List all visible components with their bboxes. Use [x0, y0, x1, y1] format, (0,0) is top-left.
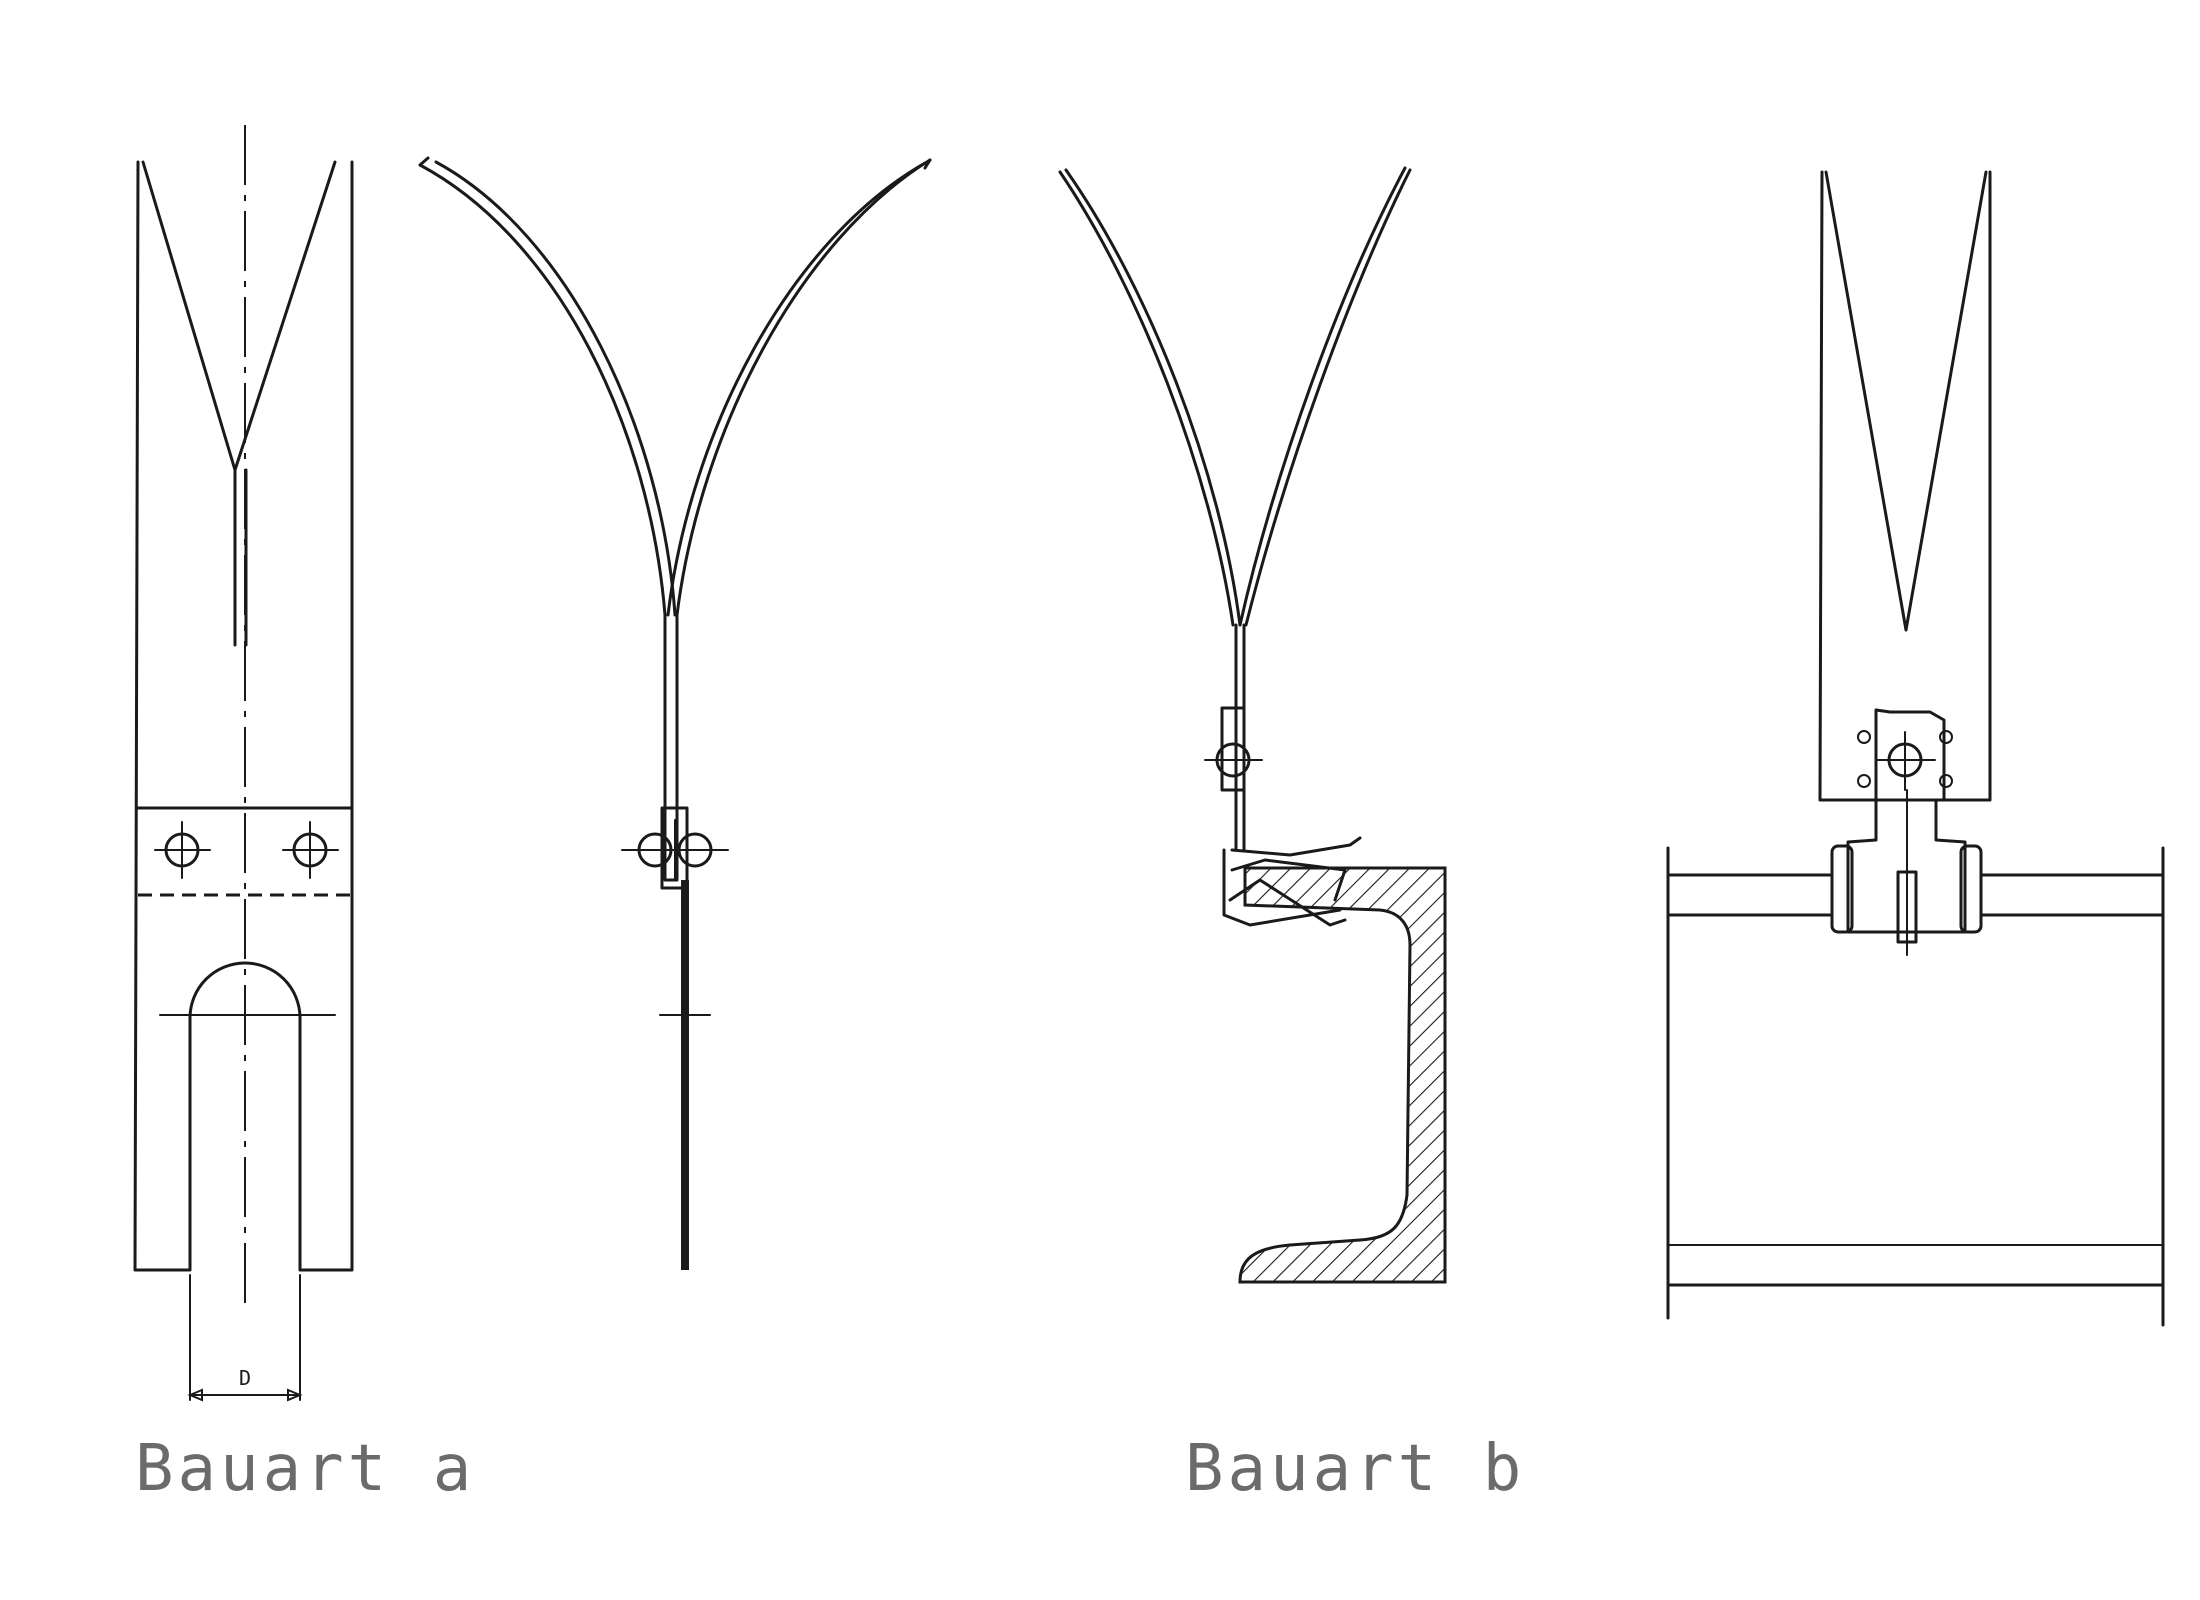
- bolt-hole-right: [282, 821, 339, 879]
- dimension-d-label: D: [239, 1366, 251, 1390]
- tube: [1666, 846, 2165, 1327]
- type-b-bolt: [1204, 742, 1263, 778]
- type-a-side-view: [418, 156, 932, 1270]
- side-bolt: [621, 819, 729, 881]
- type-a-front-view: D: [133, 125, 354, 1402]
- channel-section: [1238, 866, 1447, 1284]
- dimension-d: D: [187, 1274, 303, 1402]
- bolt-hole-left: [154, 821, 211, 879]
- type-b-side-view: [1058, 166, 1447, 1284]
- caption-type-a: Bauart a: [135, 1432, 475, 1506]
- type-b-front-view: [1666, 170, 2165, 1327]
- caption-type-b: Bauart b: [1185, 1432, 1525, 1506]
- clamp-bolt: [1877, 731, 1936, 791]
